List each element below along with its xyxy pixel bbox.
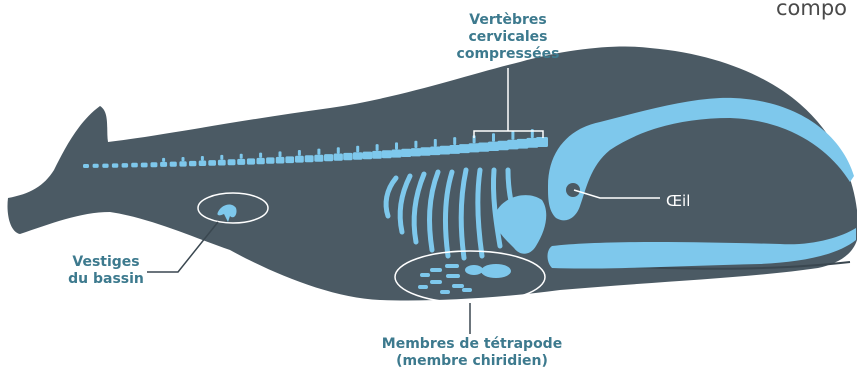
limbs-label: Membres de tétrapode (membre chiridien) [358,336,586,370]
vertebra [170,162,177,167]
vertebra-spine [414,141,417,148]
vertebra-spine [395,142,398,149]
vertebrae-label-line-2: cervicales [426,29,590,46]
vertebra [411,148,421,156]
vertebra [430,147,441,156]
vertebra-spine [240,154,243,159]
vertebra [199,161,207,167]
vertebra [459,144,470,153]
vertebra [295,156,304,163]
vertebra [131,163,138,168]
vertebra [391,150,401,158]
vertebra [151,162,158,167]
vertebra [305,155,314,162]
vertebra [334,154,343,161]
corner-text: compo [776,0,847,20]
vertebra-spine [162,158,165,162]
vertebra-spine [279,151,282,157]
vertebra [440,146,451,155]
pelvis-label-line-1: Vestiges [60,254,152,271]
vertebra [141,163,148,168]
vertebra [343,153,352,160]
vertebra-spine [259,153,262,158]
pelvis-label: Vestiges du bassin [60,254,152,288]
eye-label: Œil [666,192,690,210]
vertebra-spine [356,146,359,153]
vertebra-spine [453,137,456,145]
vertebra-spine [492,133,495,141]
vertebra [122,163,129,168]
vertebra [228,159,236,165]
vertebra-spine [511,131,514,140]
vertebra-spine [434,139,437,147]
limbs-label-line-1: Membres de tétrapode [358,336,586,353]
vertebra [372,151,382,159]
vertebra [179,161,186,166]
vertebra [83,164,89,168]
vertebra [314,155,323,162]
vertebra-spine [337,147,340,153]
vertebra [469,143,480,152]
vertebra [324,154,333,161]
vertebra [112,163,118,167]
vertebra [257,158,265,164]
vertebra-spine [317,149,320,155]
vertebra [189,161,196,166]
vertebra [478,143,489,152]
vertebrae-label-line-1: Vertèbres [426,12,590,29]
vertebra-spine [220,155,223,160]
vertebra [536,137,548,147]
limbs-label-line-2: (membre chiridien) [358,353,586,370]
vertebra [382,150,392,158]
vertebra [208,160,216,166]
eye-socket [566,183,580,197]
vertebra [93,164,99,168]
vertebra [363,152,373,160]
vertebra [237,159,245,165]
vertebra [401,149,411,157]
vertebra [247,158,255,164]
vertebra [160,162,167,167]
vertebra [285,156,294,163]
vertebra-spine [298,150,301,156]
vertebra-spine [182,157,185,161]
vertebra-spine [376,144,379,151]
pelvis-label-line-2: du bassin [60,271,152,288]
vertebra [353,152,363,160]
vertebra [102,164,108,168]
vertebra [218,160,226,166]
vertebra [449,145,460,154]
vertebrae-label-line-3: compressées [426,46,590,63]
vertebra [276,157,285,164]
vertebra-spine [201,156,204,161]
vertebra [266,157,274,163]
vertebrae-label: Vertèbres cervicales compressées [426,12,590,63]
vertebra [420,147,431,156]
